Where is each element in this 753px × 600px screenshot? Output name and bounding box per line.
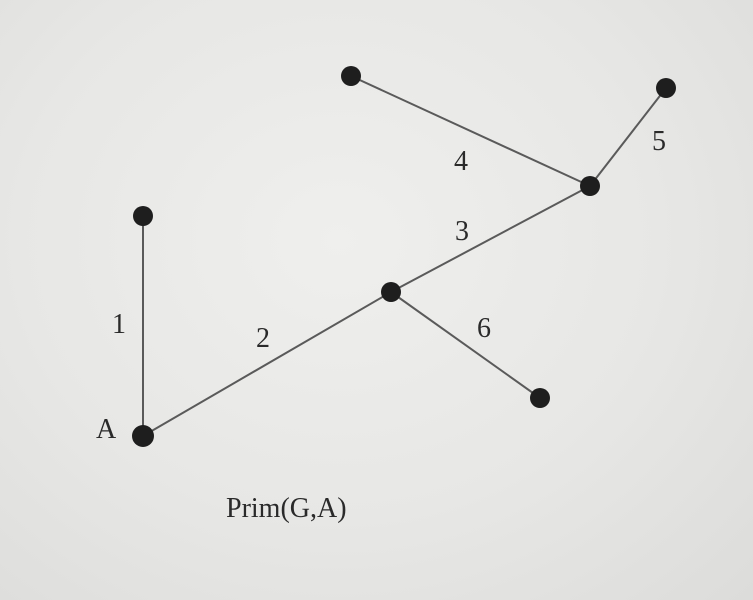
edge-weight-1: 1 [112, 309, 126, 340]
node-top-right [656, 78, 676, 98]
edge-weight-5: 5 [652, 126, 666, 157]
edge-3 [390, 185, 591, 293]
edge-4 [350, 75, 591, 187]
edge-6 [390, 291, 541, 399]
node-right-hub [580, 176, 600, 196]
node-top-left [133, 206, 153, 226]
edge-weight-4: 4 [454, 146, 468, 177]
node-center [381, 282, 401, 302]
edge-weight-6: 6 [477, 313, 491, 344]
diagram-caption: Prim(G,A) [226, 493, 347, 524]
node-a [132, 425, 154, 447]
node-bottom-right [530, 388, 550, 408]
node-top-center [341, 66, 361, 86]
start-node-label: A [96, 414, 117, 445]
edge-weight-3: 3 [455, 216, 469, 247]
edge-2 [142, 291, 392, 437]
edge-5 [589, 87, 667, 187]
edge-weight-2: 2 [256, 323, 270, 354]
